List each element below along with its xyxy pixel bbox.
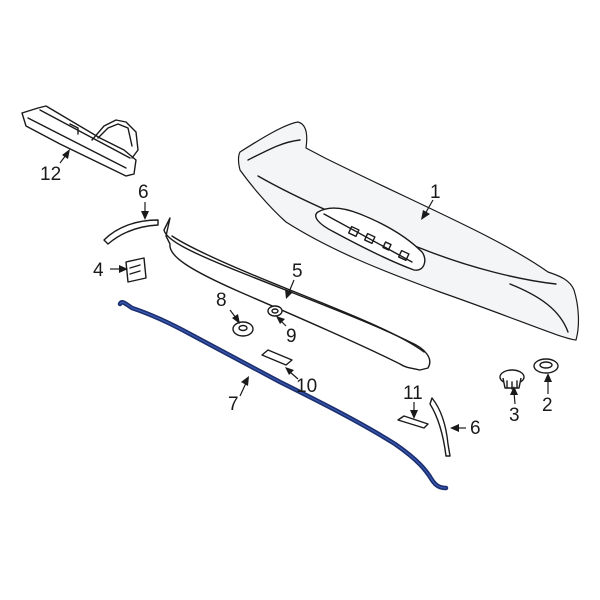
leader-11 [410, 402, 418, 419]
leader-1 [421, 199, 434, 220]
callout-11: 11 [403, 383, 423, 404]
clip-part [499, 369, 525, 390]
callout-1: 1 [430, 182, 441, 203]
leader-6b [450, 424, 466, 432]
callout-labels: 1 2 3 4 5 6 6 7 8 9 10 11 12 [40, 164, 553, 439]
spoiler-part [237, 121, 580, 341]
molding-left-part [103, 219, 159, 245]
tape-strip-part [261, 349, 293, 366]
tape-pad-part [125, 257, 147, 283]
lamp-bracket-part [21, 105, 139, 177]
callout-12: 12 [40, 164, 61, 185]
leader-4 [110, 265, 128, 273]
callout-9: 9 [286, 326, 297, 347]
callout-8: 8 [216, 290, 227, 311]
callout-6a: 6 [138, 182, 149, 203]
callout-4: 4 [93, 260, 104, 281]
callout-5: 5 [292, 261, 303, 282]
leader-6a [141, 202, 149, 220]
leader-2 [544, 373, 552, 394]
leader-lines [59, 149, 552, 432]
tape-strip-right-part [397, 415, 429, 429]
cap-part [533, 358, 559, 374]
leader-3 [510, 386, 518, 405]
leader-10 [285, 367, 299, 380]
callout-7: 7 [228, 394, 239, 415]
leader-12 [59, 149, 70, 164]
molding-right-part [429, 397, 451, 457]
leader-7 [239, 376, 249, 397]
grommet-part [267, 305, 283, 317]
highlighted-seal-part [117, 300, 449, 491]
leader-8 [229, 309, 240, 324]
callout-10: 10 [296, 376, 317, 397]
callout-6b: 6 [470, 418, 481, 439]
callout-2: 2 [542, 395, 553, 416]
leader-5 [285, 279, 295, 299]
washer-part [232, 321, 254, 337]
leader-9 [276, 316, 287, 327]
callout-3: 3 [509, 405, 520, 426]
